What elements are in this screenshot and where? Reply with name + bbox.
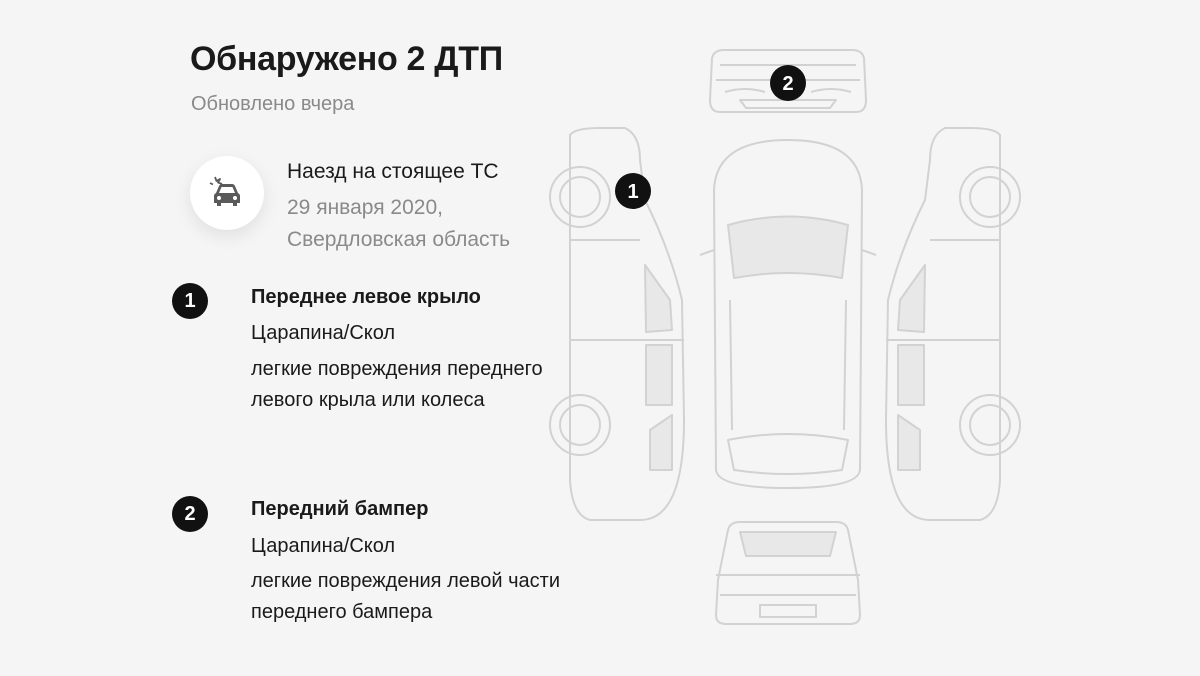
- damage-number-badge: 1: [172, 283, 208, 319]
- damage-part-name: Передний бампер: [251, 498, 429, 520]
- car-crash-icon: [209, 176, 240, 206]
- car-top-view: [699, 139, 877, 489]
- incident-date: 29 января 2020,: [287, 196, 443, 219]
- damage-marker[interactable]: 1: [615, 173, 651, 209]
- car-front-view: [709, 49, 867, 113]
- car-rear-view: [715, 521, 861, 625]
- damage-number-badge: 2: [172, 496, 208, 532]
- damage-type: Царапина/Скол: [251, 535, 396, 557]
- car-right-side-view: [885, 127, 1021, 521]
- damage-description: легкие повреждения левой части переднего…: [251, 570, 560, 623]
- incident-region: Свердловская область: [287, 228, 511, 251]
- updated-label: Обновлено вчера: [191, 93, 355, 115]
- car-damage-diagram: 2 1: [549, 49, 1021, 625]
- incident-icon-circle: [190, 156, 264, 230]
- page-title: Обнаружено 2 ДТП: [190, 40, 503, 78]
- damage-marker-label: 1: [627, 181, 638, 203]
- damage-part-name: Переднее левое крыло: [251, 286, 481, 308]
- damage-marker-label: 2: [782, 73, 793, 95]
- damage-description: легкие повреждения переднего левого крыл…: [251, 358, 543, 411]
- car-left-side-view: [549, 127, 685, 521]
- incident-title: Наезд на стоящее ТС: [287, 160, 499, 183]
- damage-type: Царапина/Скол: [251, 322, 396, 344]
- damage-marker[interactable]: 2: [770, 65, 806, 101]
